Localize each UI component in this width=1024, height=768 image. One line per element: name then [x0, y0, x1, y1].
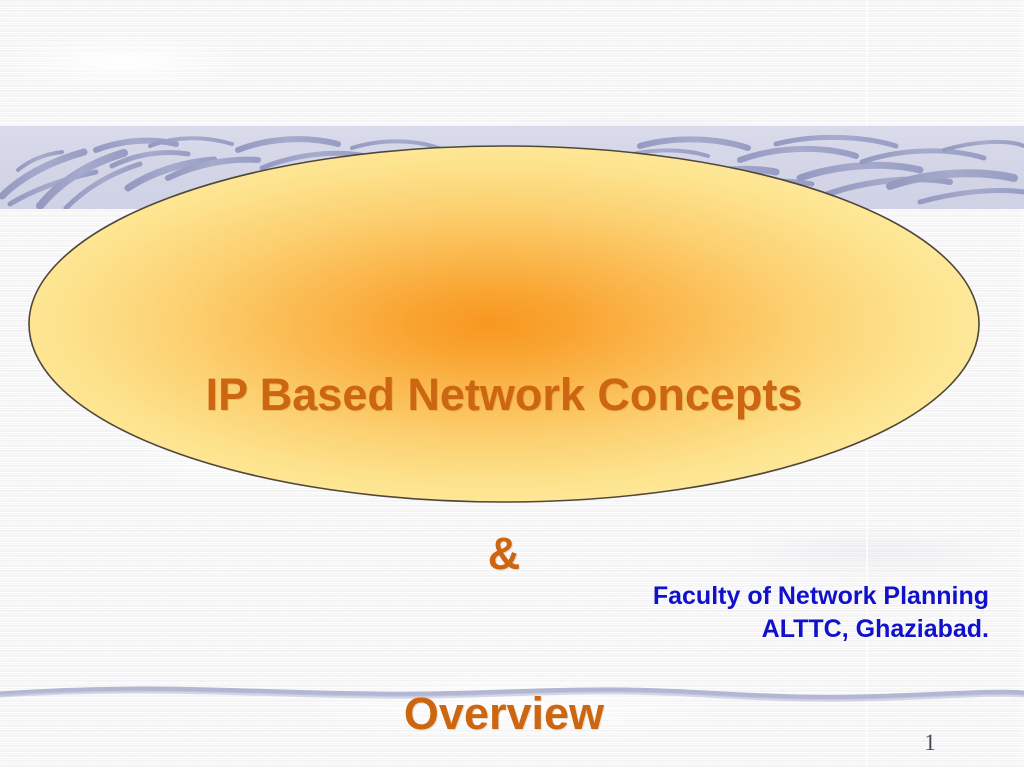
subtitle-line-2: ALTTC, Ghaziabad. [761, 614, 989, 643]
subtitle-line-1: Faculty of Network Planning [652, 582, 989, 610]
slide-subtitle: Faculty of Network Planning ALTTC, Ghazi… [452, 580, 989, 645]
title-line-2: & [487, 528, 521, 580]
title-line-3: Overview [403, 687, 605, 739]
title-ellipse-shape [27, 144, 981, 504]
slide-title: IP Based Network Concepts & Overview [27, 262, 981, 768]
page-number: 1 [924, 730, 936, 755]
bottom-decorative-line [0, 672, 1024, 714]
title-line-1: IP Based Network Concepts [205, 369, 803, 421]
